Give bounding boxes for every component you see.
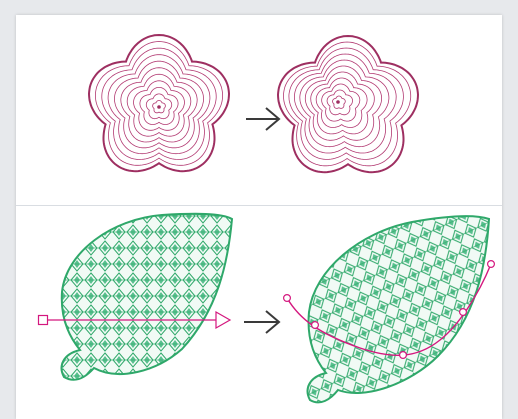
flower-outline xyxy=(89,35,229,171)
circle-node-icon xyxy=(488,261,495,268)
leaf-before xyxy=(62,214,232,380)
flower-center-dot xyxy=(336,100,340,104)
right-arrow-icon xyxy=(244,311,279,333)
flower-outline xyxy=(278,36,418,172)
flower-contour xyxy=(327,90,352,115)
triangle-handle-icon xyxy=(216,312,230,328)
circle-node-icon xyxy=(284,295,291,302)
flower-after xyxy=(278,36,418,172)
right-arrow-icon xyxy=(246,108,279,130)
flower-contour xyxy=(108,55,210,154)
flower-center-dot xyxy=(157,105,161,109)
flower-before xyxy=(89,35,229,171)
flower-contour xyxy=(95,42,222,166)
circle-node-icon xyxy=(460,309,467,316)
circle-node-icon xyxy=(312,322,319,329)
square-handle-icon xyxy=(39,316,48,325)
circle-node-icon xyxy=(400,352,407,359)
